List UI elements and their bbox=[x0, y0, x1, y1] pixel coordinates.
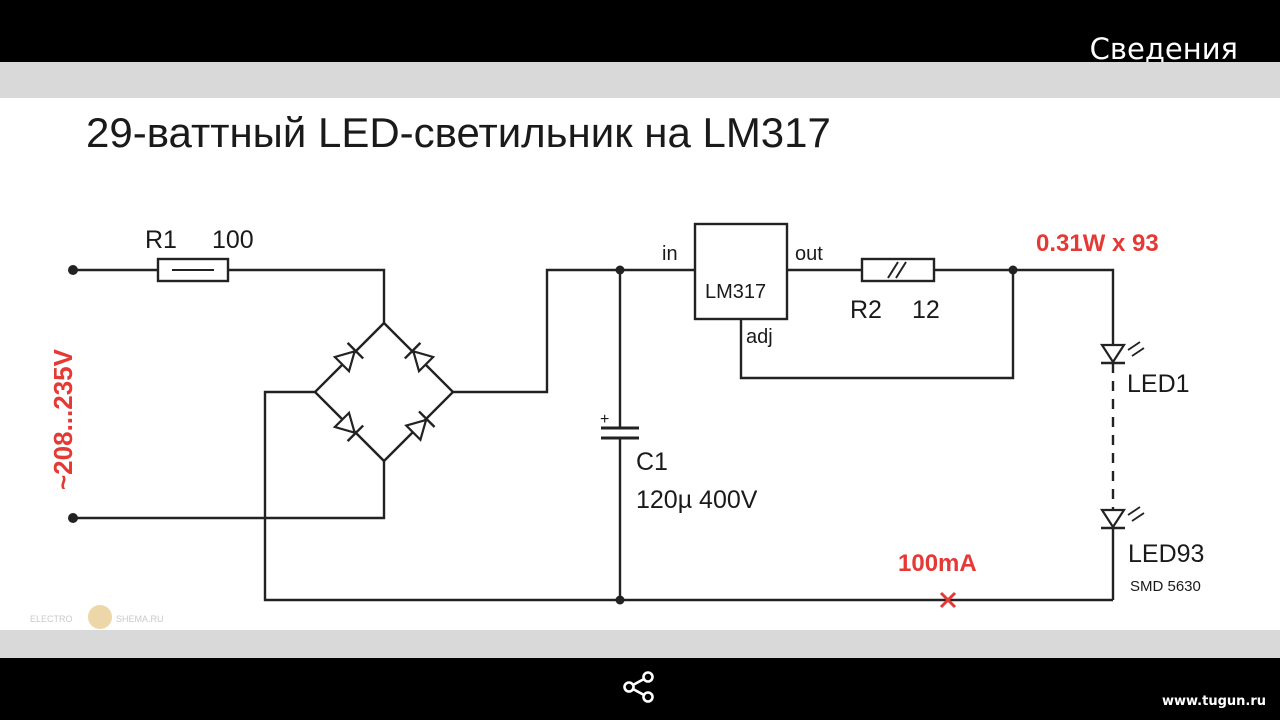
c1-value: 120µ 400V bbox=[636, 486, 758, 514]
led-1-symbol bbox=[1099, 341, 1145, 365]
r2-name: R2 bbox=[850, 296, 882, 324]
current-measure-cross-icon bbox=[939, 591, 957, 609]
bridge-diode-3 bbox=[332, 410, 364, 442]
bridge-diode-2 bbox=[404, 342, 436, 374]
resistor-r2-mark-2 bbox=[895, 261, 907, 279]
diode-bridge bbox=[313, 321, 455, 463]
resistor-r2 bbox=[860, 257, 936, 283]
circuit-diagram-image: 29-ваттный LED-светильник на LM317 ~208.… bbox=[0, 98, 1280, 630]
r1-name: R1 bbox=[145, 226, 177, 254]
capacitor-polarity-mark: + bbox=[600, 411, 609, 428]
wire-adj-feedback bbox=[739, 270, 1015, 380]
image-viewer-area[interactable]: 29-ваттный LED-светильник на LM317 ~208.… bbox=[0, 62, 1280, 658]
led-power-label: 0.31W x 93 bbox=[1036, 230, 1159, 257]
current-label: 100mA bbox=[898, 550, 977, 577]
top-bar: Сведения bbox=[0, 0, 1280, 66]
regulator-name: LM317 bbox=[705, 281, 766, 303]
led-package-label: SMD 5630 bbox=[1130, 578, 1201, 595]
circuit-diagram-svg: 29-ваттный LED-светильник на LM317 ~208.… bbox=[30, 109, 1204, 629]
pin-in-label: in bbox=[662, 243, 678, 265]
share-icon bbox=[623, 671, 654, 703]
wire-input-bottom bbox=[73, 461, 386, 520]
bridge-diode-4 bbox=[404, 410, 436, 442]
led1-label: LED1 bbox=[1127, 370, 1190, 398]
site-watermark: www.tugun.ru bbox=[1161, 694, 1266, 709]
info-button[interactable]: Сведения bbox=[1089, 32, 1238, 66]
resistor-r2-mark-1 bbox=[887, 261, 899, 279]
diagram-title: 29-ваттный LED-светильник на LM317 bbox=[86, 109, 831, 156]
bridge-diode-1 bbox=[332, 342, 364, 374]
bottom-bar: www.tugun.ru bbox=[0, 658, 1280, 720]
input-voltage-label: ~208...235V bbox=[48, 348, 78, 490]
regulator-lm317 bbox=[693, 222, 789, 321]
source-logo-globe-icon bbox=[88, 605, 112, 629]
c1-name: C1 bbox=[636, 448, 668, 476]
source-logo: ELECTRO SHEMA.RU bbox=[30, 605, 164, 629]
source-logo-right: SHEMA.RU bbox=[116, 614, 164, 624]
led-93-symbol bbox=[1099, 506, 1145, 530]
wire-input-top bbox=[73, 268, 386, 323]
r2-value: 12 bbox=[912, 296, 940, 324]
led93-label: LED93 bbox=[1128, 540, 1204, 568]
wire-regulator-out bbox=[787, 268, 1115, 345]
share-button[interactable] bbox=[620, 668, 658, 706]
r1-value: 100 bbox=[212, 226, 254, 254]
wire-bridge-plus bbox=[453, 268, 695, 394]
pin-out-label: out bbox=[795, 243, 823, 265]
wire-ground-return bbox=[263, 390, 1113, 602]
source-logo-left: ELECTRO bbox=[30, 614, 73, 624]
pin-adj-label: adj bbox=[746, 326, 773, 348]
